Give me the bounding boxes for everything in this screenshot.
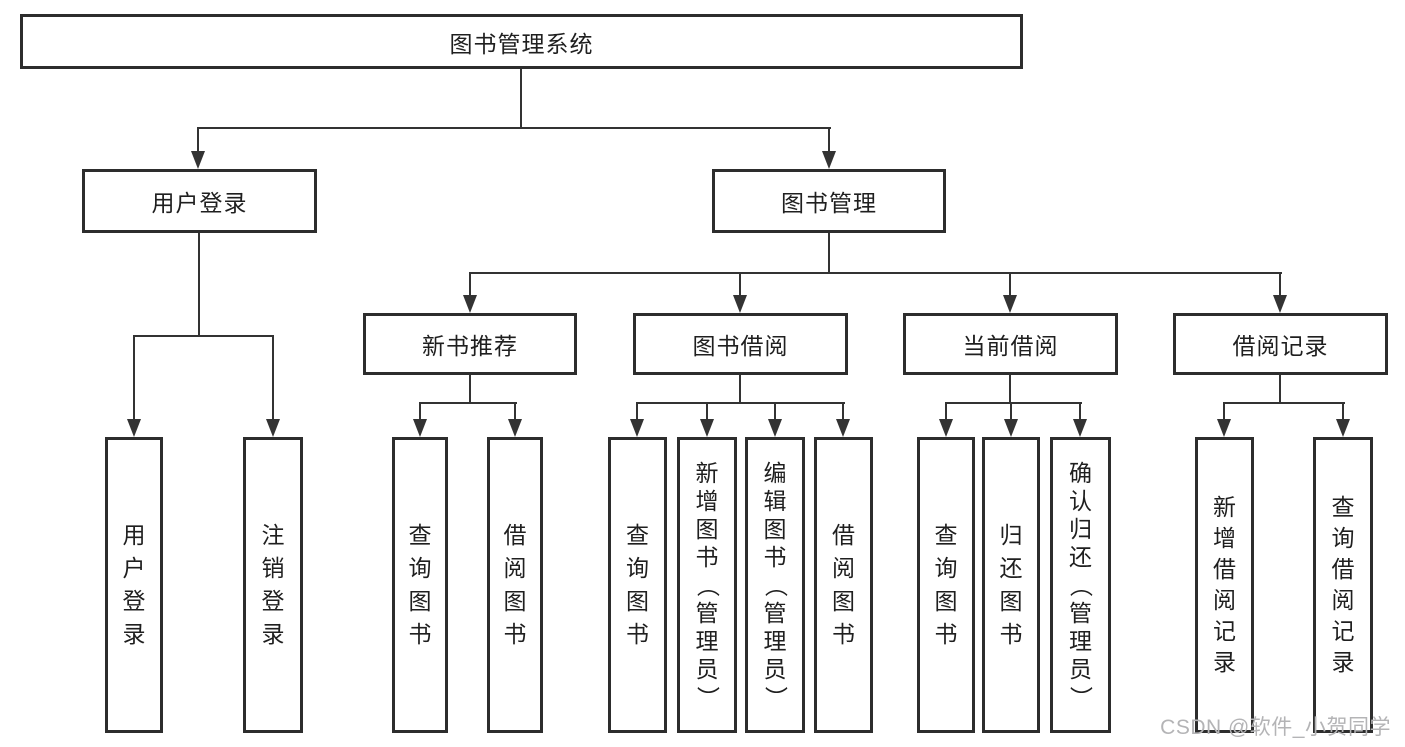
arrow-down-icon: [463, 295, 477, 313]
connector-group-trunk: [469, 375, 471, 404]
leaf-nbr-query-book: 查询图书: [392, 437, 448, 733]
csdn-watermark: CSDN @软件_小贺同学: [1160, 716, 1391, 739]
leaf-label: 确认归还（管理员）: [1068, 459, 1094, 709]
node-label: 图书管理: [781, 190, 877, 216]
connector-group-rail: [945, 402, 1082, 404]
leaf-bb-query-book: 查询图书: [608, 437, 667, 733]
leaf-nbr-borrow-book: 借阅图书: [487, 437, 543, 733]
arrow-down-icon: [836, 419, 850, 437]
leaf-cb-confirm-return-admin: 确认归还（管理员）: [1050, 437, 1111, 733]
node-label: 用户登录: [151, 190, 248, 216]
node-book-management: 图书管理: [712, 169, 946, 233]
node-current-borrow: 当前借阅: [903, 313, 1118, 375]
connector-user-login-rail: [133, 335, 274, 337]
arrow-down-icon: [733, 295, 747, 313]
arrow-down-icon: [127, 419, 141, 437]
leaf-br-add-borrow-record: 新增借阅记录: [1195, 437, 1254, 733]
leaf-label: 新增图书（管理员）: [694, 459, 721, 709]
leaf-logout: 注销登录: [243, 437, 303, 733]
connector-drop-leaf: [945, 402, 947, 420]
connector-book-management-trunk: [828, 233, 830, 274]
connector-drop-current-borrow: [1009, 272, 1011, 297]
leaf-label: 编辑图书（管理员）: [762, 459, 789, 709]
arrow-down-icon: [266, 419, 280, 437]
leaf-label: 归还图书: [999, 522, 1023, 647]
connector-drop-leaf: [1010, 402, 1012, 420]
arrow-down-icon: [768, 419, 782, 437]
connector-drop-leaf: [636, 402, 638, 420]
arrow-down-icon: [1003, 295, 1017, 313]
arrow-down-icon: [1004, 419, 1018, 437]
arrow-down-icon: [508, 419, 522, 437]
connector-user-login-trunk: [198, 233, 200, 337]
leaf-label: 查询图书: [408, 522, 432, 647]
connector-drop-leaf: [706, 402, 708, 420]
arrow-down-icon: [191, 151, 205, 169]
connector-drop-leaf: [272, 335, 274, 421]
arrow-down-icon: [413, 419, 427, 437]
connector-drop-borrow-record: [1279, 272, 1281, 297]
leaf-label: 借阅图书: [503, 522, 527, 647]
connector-drop-leaf: [842, 402, 844, 420]
leaf-bb-edit-book-admin: 编辑图书（管理员）: [745, 437, 805, 733]
connector-drop-leaf: [774, 402, 776, 420]
leaf-label: 注销登录: [261, 522, 285, 647]
node-borrow-record: 借阅记录: [1173, 313, 1388, 375]
connector-group-trunk: [739, 375, 741, 404]
arrow-down-icon: [1336, 419, 1350, 437]
connector-drop-leaf: [514, 402, 516, 420]
arrow-down-icon: [1273, 295, 1287, 313]
leaf-label: 查询图书: [934, 522, 958, 647]
leaf-label: 新增借阅记录: [1213, 494, 1236, 675]
leaf-bb-add-book-admin: 新增图书（管理员）: [677, 437, 737, 733]
connector-drop-leaf: [133, 335, 135, 421]
connector-drop-user-login: [197, 127, 199, 153]
leaf-cb-return-book: 归还图书: [982, 437, 1040, 733]
arrow-down-icon: [1217, 419, 1231, 437]
node-label: 图书管理系统: [449, 30, 594, 57]
leaf-label: 借阅图书: [832, 522, 855, 647]
node-label: 当前借阅: [962, 333, 1059, 359]
connector-drop-new-book-recommend: [469, 272, 471, 297]
arrow-down-icon: [1073, 419, 1087, 437]
connector-group-rail: [636, 402, 845, 404]
node-library-management-system: 图书管理系统: [20, 14, 1023, 69]
arrow-down-icon: [630, 419, 644, 437]
node-user-login: 用户登录: [82, 169, 317, 233]
arrow-down-icon: [822, 151, 836, 169]
leaf-label: 查询借阅记录: [1331, 494, 1355, 675]
connector-level2-rail: [197, 127, 831, 129]
arrow-down-icon: [939, 419, 953, 437]
connector-group-rail: [419, 402, 517, 404]
leaf-bb-borrow-book: 借阅图书: [814, 437, 873, 733]
connector-drop-book-management: [828, 127, 830, 153]
node-label: 新书推荐: [422, 333, 518, 359]
node-new-book-recommend: 新书推荐: [363, 313, 577, 375]
leaf-cb-query-book: 查询图书: [917, 437, 975, 733]
connector-drop-leaf: [419, 402, 421, 420]
connector-drop-leaf: [1223, 402, 1225, 420]
arrow-down-icon: [700, 419, 714, 437]
connector-level3-rail: [469, 272, 1282, 274]
leaf-label: 查询图书: [626, 522, 649, 647]
connector-root-trunk: [520, 69, 522, 128]
leaf-user-login: 用户登录: [105, 437, 163, 733]
node-book-borrow: 图书借阅: [633, 313, 848, 375]
connector-group-trunk: [1009, 375, 1011, 404]
connector-group-trunk: [1279, 375, 1281, 404]
leaf-label: 用户登录: [122, 522, 146, 647]
node-label: 图书借阅: [692, 333, 789, 359]
node-label: 借阅记录: [1232, 333, 1329, 359]
connector-drop-leaf: [1079, 402, 1081, 420]
connector-drop-leaf: [1342, 402, 1344, 420]
connector-drop-book-borrow: [739, 272, 741, 297]
leaf-br-query-borrow-record: 查询借阅记录: [1313, 437, 1373, 733]
connector-group-rail: [1223, 402, 1345, 404]
